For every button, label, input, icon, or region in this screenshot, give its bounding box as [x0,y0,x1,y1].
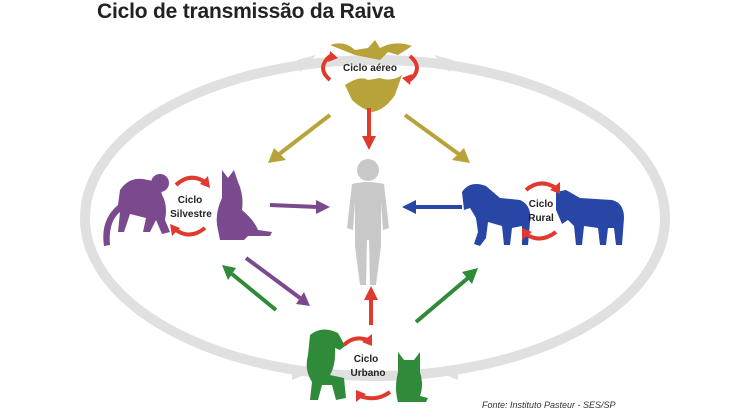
arrow-rural-human [402,200,462,214]
cycle-arrows-silvestre [174,175,207,237]
fox-icon [216,170,272,240]
dog-icon [306,329,346,400]
human-icon [347,159,389,285]
bat-icon [330,40,412,112]
cat-icon [396,352,428,402]
arrowhead-silvestre-bottom [170,224,180,236]
arrow-urbano-human [364,286,378,325]
arrowhead-aereo-left [328,51,338,62]
arrow-urbano-silvestre [222,265,278,312]
horse-icon [462,184,531,246]
cow-icon [556,190,624,245]
cycle-arrows-aereo [321,54,419,82]
arrow-silvestre-urbano [244,256,310,306]
arrow-bat-human [362,108,376,150]
ellipse-arrowhead-top-left [297,55,316,72]
arrow-silvestre-human [269,200,330,214]
cycle-ellipse [80,55,670,381]
arrowhead-silvestre-top [200,176,210,188]
monkey-icon [103,174,170,246]
label-ciclo-rural-1: Ciclo [529,199,553,210]
arrowhead-rural-bottom [522,228,532,240]
arrowhead-urbano-top [362,334,372,346]
page-title: Ciclo de transmissão da Raiva [97,0,395,23]
label-ciclo-silvestre-1: Ciclo [178,195,202,206]
source-credit: Fonte: Instituto Pasteur - SES/SP [482,400,616,410]
arrow-urbano-rural [414,268,478,324]
ellipse-arrowhead-right [438,367,458,380]
label-ciclo-rural-2: Rural [528,213,554,224]
cycle-arrows-rural [524,181,558,241]
aereo-arrows [268,113,470,163]
arrowhead-aereo-right [402,74,412,85]
ellipse-arrowhead-top-right [434,55,453,72]
label-ciclo-silvestre-2: Silvestre [170,209,212,220]
arrowhead-rural-top [550,182,560,194]
ellipse-arrowhead-left [292,367,312,380]
label-ciclo-urbano-1: Ciclo [354,354,378,365]
label-ciclo-urbano-2: Urbano [351,368,386,379]
label-ciclo-aereo: Ciclo aéreo [343,63,397,74]
arrowhead-urbano-bottom [356,390,366,402]
